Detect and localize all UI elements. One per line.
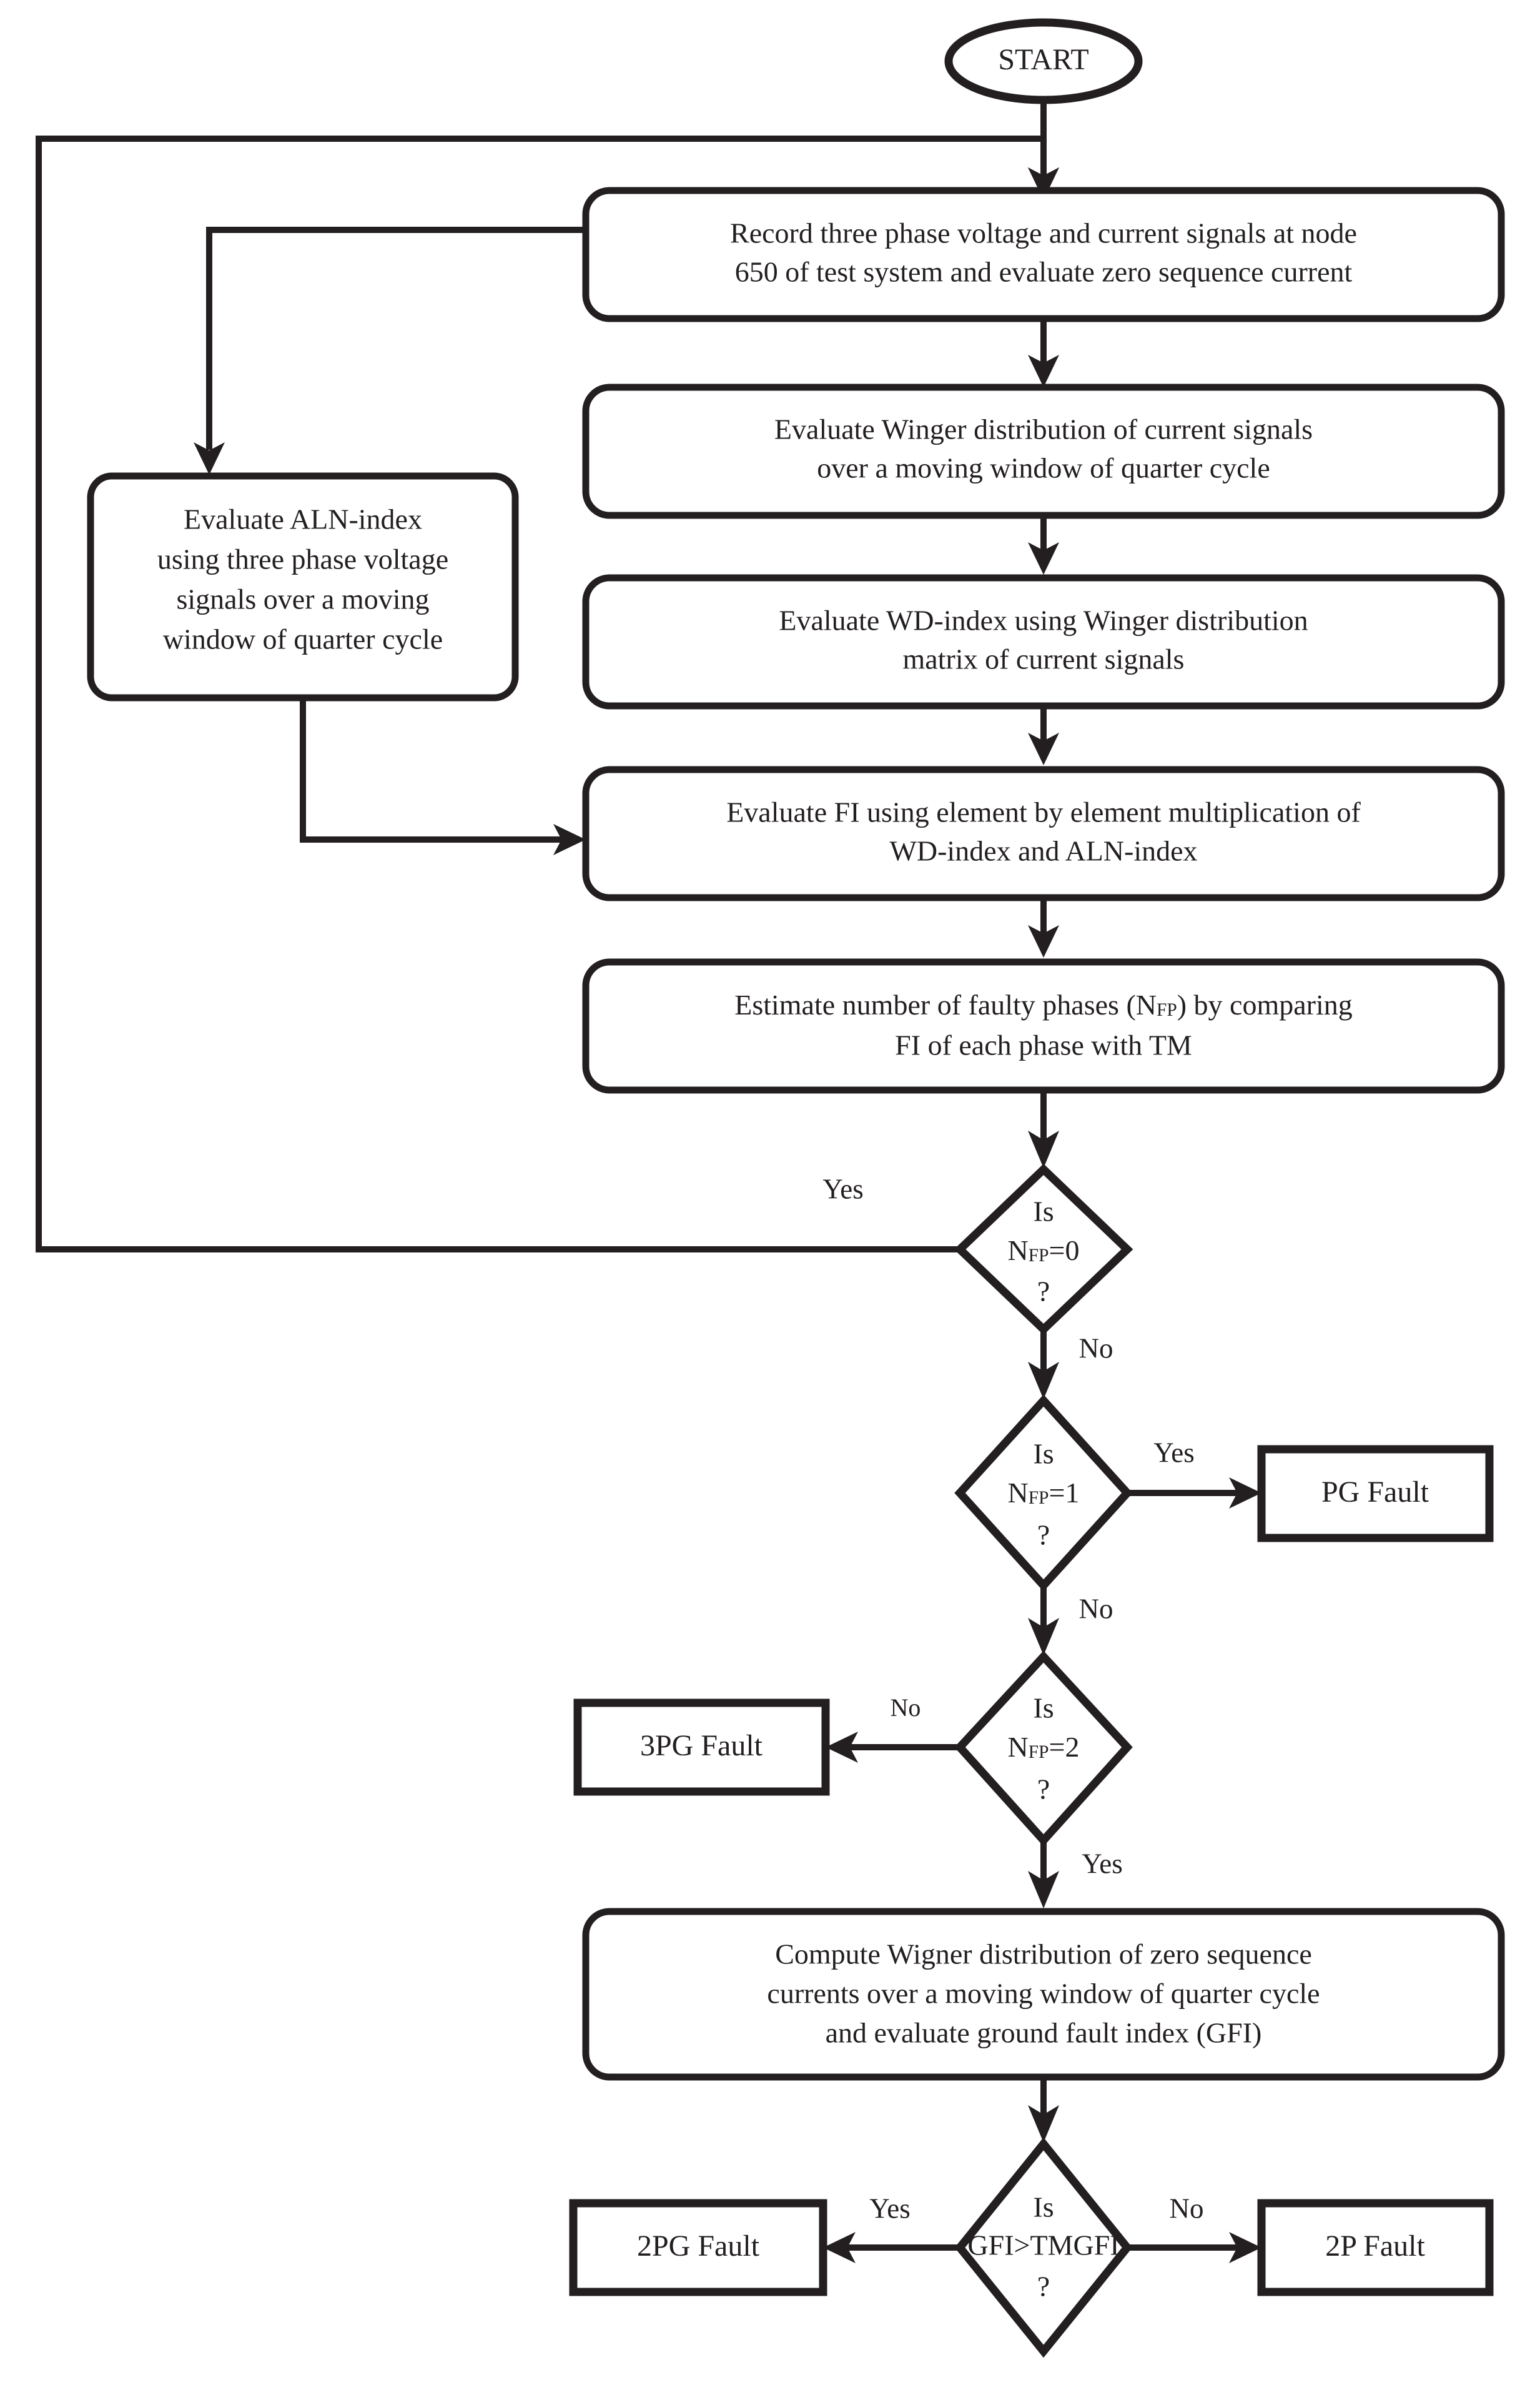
node-decision-nfp2-line2-b: =2 <box>1049 1731 1080 1763</box>
edge-label-nfp0-no: No <box>1079 1332 1113 1364</box>
node-decision-nfp2-line2-sub: FP <box>1029 1742 1049 1762</box>
node-decision-nfp1-line2: NFP=1 <box>1008 1477 1080 1509</box>
node-decision-nfp1-line2-a: N <box>1008 1477 1029 1509</box>
edge-label-nfp2-yes: Yes <box>1082 1848 1122 1879</box>
node-decision-nfp1-line1: Is <box>1033 1438 1054 1470</box>
edge-label-nfp1-yes: Yes <box>1153 1437 1194 1468</box>
node-fi-line1: Evaluate FI using element by element mul… <box>726 796 1361 828</box>
node-aln-index[interactable]: Evaluate ALN-index using three phase vol… <box>87 472 519 702</box>
node-decision-nfp2-line2: NFP=2 <box>1008 1731 1080 1763</box>
node-decision-nfp0-line2-sub: FP <box>1029 1246 1049 1266</box>
node-compute-gfi[interactable]: Compute Wigner distribution of zero sequ… <box>582 1908 1505 2081</box>
node-decision-nfp2-line2-a: N <box>1008 1731 1029 1763</box>
node-decision-nfp0-line2-b: =0 <box>1049 1234 1080 1266</box>
node-wd-line2: matrix of current signals <box>903 643 1185 675</box>
node-gfi-line3: and evaluate ground fault index (GFI) <box>826 2017 1262 2049</box>
edge-label-gfi-no: No <box>1170 2193 1204 2224</box>
node-estimate-line1-a: Estimate number of faulty phases (N <box>734 989 1157 1021</box>
node-3pg-fault[interactable]: 3PG Fault <box>573 1698 830 1796</box>
edge-nfp2-no-to-3pg <box>826 1732 960 1763</box>
node-gfi-line1: Compute Wigner distribution of zero sequ… <box>775 1938 1312 1970</box>
edge-gfi-no-to-2p <box>1127 2232 1261 2263</box>
edge-nfp1-no-to-nfp2 <box>1028 1587 1059 1655</box>
edge-nfp2-yes-to-gfi <box>1028 1842 1059 1908</box>
node-decision-nfp1-line2-sub: FP <box>1029 1488 1049 1508</box>
node-2pg-fault[interactable]: 2PG Fault <box>569 2199 827 2296</box>
node-decision-gfi[interactable]: Is GFI>TMGFI ? <box>954 2137 1133 2358</box>
node-decision-nfp-1[interactable]: Is NFP=1 ? <box>954 1394 1133 1592</box>
node-pg-fault[interactable]: PG Fault <box>1257 1445 1494 1542</box>
node-decision-nfp2-line1: Is <box>1033 1692 1054 1724</box>
node-record-line1: Record three phase voltage and current s… <box>730 217 1357 249</box>
node-aln-line2: using three phase voltage <box>157 543 448 575</box>
edge-label-nfp2-no: No <box>891 1693 921 1722</box>
node-decision-nfp-0[interactable]: Is NFP=0 ? <box>954 1164 1133 1335</box>
node-decision-nfp0-line2-a: N <box>1008 1234 1029 1266</box>
node-decision-gfi-line2: GFI>TMGFI <box>967 2229 1119 2261</box>
node-start[interactable]: START <box>944 18 1143 104</box>
edge-aln-to-fi <box>300 698 586 855</box>
node-decision-gfi-line1: Is <box>1033 2191 1054 2223</box>
node-evaluate-fi[interactable]: Evaluate FI using element by element mul… <box>582 766 1505 901</box>
node-winger-line1: Evaluate Winger distribution of current … <box>774 414 1313 445</box>
node-decision-gfi-line3: ? <box>1037 2271 1050 2303</box>
edge-nfp1-yes-to-pg <box>1127 1477 1261 1509</box>
node-pg-fault-label: PG Fault <box>1321 1475 1429 1509</box>
node-decision-nfp1-line3: ? <box>1037 1519 1050 1551</box>
node-estimate-line1: Estimate number of faulty phases (NFP) b… <box>734 989 1353 1021</box>
node-decision-nfp2-line3: ? <box>1037 1773 1050 1805</box>
node-estimate-line2: FI of each phase with TM <box>895 1029 1192 1061</box>
node-aln-line3: signals over a moving <box>177 583 430 615</box>
node-2pg-fault-label: 2PG Fault <box>637 2229 760 2263</box>
edge-nfp0-no-to-nfp1 <box>1028 1331 1059 1399</box>
node-wd-index[interactable]: Evaluate WD-index using Winger distribut… <box>582 574 1505 710</box>
node-decision-nfp0-line3: ? <box>1037 1276 1050 1307</box>
node-estimate-line1-sub: FP <box>1157 1000 1177 1020</box>
node-decision-nfp0-line1: Is <box>1033 1196 1054 1227</box>
node-2p-fault[interactable]: 2P Fault <box>1257 2199 1494 2296</box>
node-winger-line2: over a moving window of quarter cycle <box>817 452 1270 484</box>
node-record-line2: 650 of test system and evaluate zero seq… <box>735 256 1353 288</box>
edge-gfi-yes-to-2pg <box>823 2232 960 2263</box>
edge-label-gfi-yes: Yes <box>869 2193 910 2224</box>
node-start-label: START <box>998 43 1088 76</box>
edge-label-nfp1-no: No <box>1079 1593 1113 1624</box>
node-estimate-nfp[interactable]: Estimate number of faulty phases (NFP) b… <box>582 958 1505 1094</box>
edge-feedback-loop <box>36 136 1059 1252</box>
node-2p-fault-label: 2P Fault <box>1325 2229 1425 2263</box>
node-aln-line4: window of quarter cycle <box>163 623 443 655</box>
node-3pg-fault-label: 3PG Fault <box>640 1729 763 1762</box>
node-record[interactable]: Record three phase voltage and current s… <box>582 187 1505 322</box>
node-estimate-line1-b: ) by comparing <box>1177 989 1353 1021</box>
edge-label-nfp0-yes: Yes <box>822 1173 863 1204</box>
node-decision-nfp-2[interactable]: Is NFP=2 ? <box>954 1650 1133 1847</box>
node-decision-nfp0-line2: NFP=0 <box>1008 1234 1080 1266</box>
node-gfi-line2: currents over a moving window of quarter… <box>767 1978 1320 2010</box>
node-wd-line1: Evaluate WD-index using Winger distribut… <box>779 605 1308 637</box>
node-fi-line2: WD-index and ALN-index <box>889 835 1197 867</box>
node-winger-distribution[interactable]: Evaluate Winger distribution of current … <box>582 384 1505 519</box>
edge-estimate-to-nfp0 <box>1028 1081 1059 1168</box>
node-decision-nfp1-line2-b: =1 <box>1049 1477 1080 1509</box>
node-aln-line1: Evaluate ALN-index <box>184 503 422 535</box>
